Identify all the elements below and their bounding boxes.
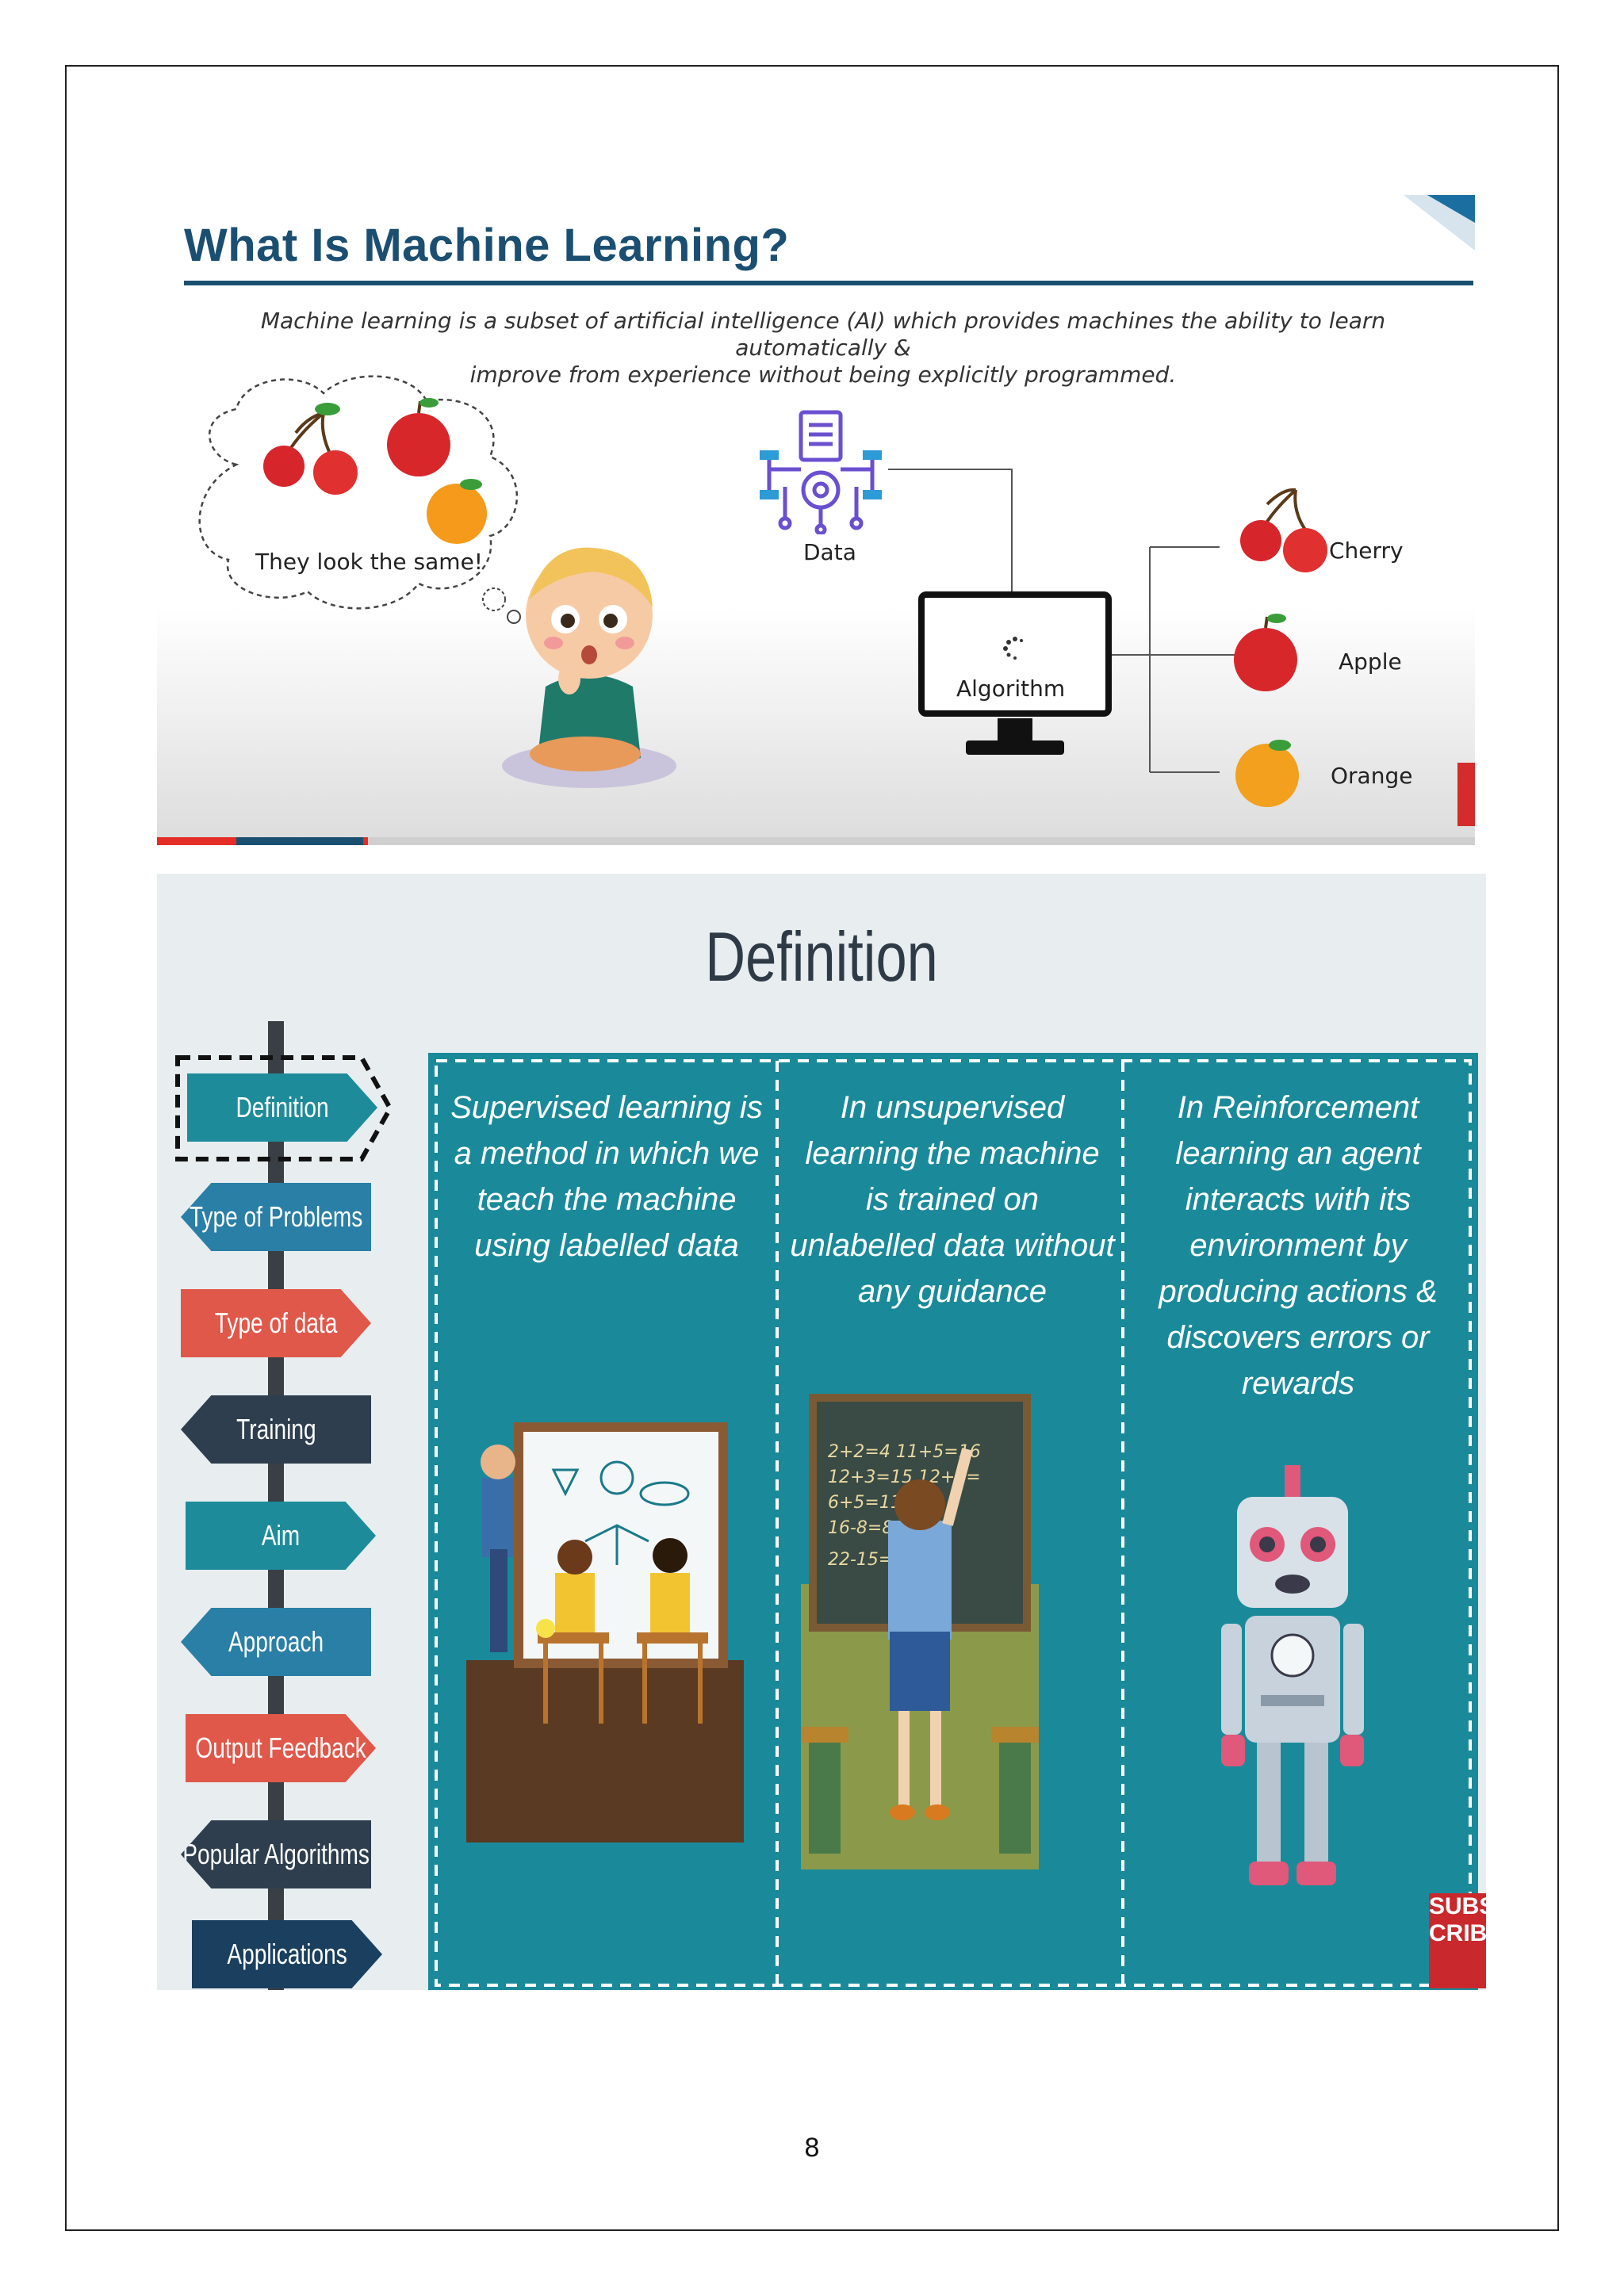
chalk-line: 2+2=4 11+5=16 <box>828 1442 981 1462</box>
sign-label: Output Feedback <box>195 1732 366 1764</box>
slide-title: What Is Machine Learning? <box>184 220 790 271</box>
sign-definition[interactable]: Definition <box>187 1073 377 1142</box>
apple-output-icon <box>1234 614 1297 691</box>
loading-spinner-icon <box>1003 637 1023 660</box>
sign-label: Applications <box>227 1938 347 1970</box>
ml-slide: What Is Machine Learning? Machine learni… <box>157 195 1475 845</box>
monitor-icon <box>918 591 1112 755</box>
sign-label: Definition <box>236 1091 329 1123</box>
sign-approach[interactable]: Approach <box>181 1608 371 1676</box>
active-sign-outline <box>175 1055 393 1161</box>
definition-slide: Definition Definition Type of Problems T… <box>157 874 1486 1990</box>
reinforcement-text: In Reinforcement learning an agent inter… <box>1159 1090 1438 1401</box>
robot-illustration <box>1221 1465 1364 1885</box>
reinforcement-definition: In Reinforcement learning an agent inter… <box>1136 1085 1461 1406</box>
cherry-output-icon <box>1240 488 1327 572</box>
thought-text: They look the same! <box>255 549 484 575</box>
baby-illustration <box>502 547 676 788</box>
orange-output-icon <box>1235 740 1299 807</box>
sign-label: Type of Problems <box>189 1200 363 1233</box>
flow-connectors <box>888 469 1327 807</box>
supervised-definition: Supervised learning is a method in which… <box>444 1085 769 1269</box>
orange-label: Orange <box>1331 763 1413 789</box>
data-label: Data <box>803 539 856 565</box>
subscribe-badge[interactable]: SUBS CRIBE <box>1429 1893 1486 1988</box>
subtitle-line-2: improve from experience without being ex… <box>469 362 1177 388</box>
sign-applications[interactable]: Applications <box>192 1920 382 1988</box>
page-border <box>65 65 1559 2231</box>
sign-label: Aim <box>261 1519 301 1552</box>
sign-type-of-data[interactable]: Type of data <box>181 1289 371 1357</box>
unsupervised-definition: In unsupervised learning the machine is … <box>790 1085 1115 1314</box>
chalk-line: 6+5=11 <box>828 1493 902 1513</box>
unsupervised-text: In unsupervised learning the machine is … <box>790 1090 1115 1309</box>
data-icon <box>760 410 882 534</box>
cherry-icon <box>263 403 358 495</box>
supervised-text: Supervised learning is a method in which… <box>450 1090 763 1263</box>
sign-training[interactable]: Training <box>181 1395 371 1464</box>
definition-board: Supervised learning is a method in which… <box>428 1053 1478 1990</box>
thought-cloud <box>198 375 521 624</box>
subtitle-line-1: Machine learning is a subset of artifici… <box>260 308 1386 361</box>
sign-popular-algorithms[interactable]: Popular Algorithms <box>181 1820 371 1888</box>
apple-label: Apple <box>1339 649 1402 675</box>
sign-aim[interactable]: Aim <box>186 1502 376 1570</box>
slide-title: Definition <box>705 917 938 996</box>
algorithm-label: Algorithm <box>956 675 1066 702</box>
video-progress-bar[interactable] <box>157 837 1475 845</box>
sign-label: Approach <box>228 1625 324 1658</box>
page-number: 8 <box>804 2133 820 2163</box>
board-dashed-border <box>435 1059 1472 1987</box>
orange-icon <box>427 479 487 544</box>
sign-label: Popular Algorithms <box>182 1838 370 1870</box>
chalk-line: 16-8=8 <box>828 1518 893 1538</box>
sign-type-of-problems[interactable]: Type of Problems <box>181 1183 371 1251</box>
sign-label: Type of data <box>214 1307 338 1339</box>
slide-subtitle: Machine learning is a subset of artifici… <box>189 308 1457 388</box>
progress-segment <box>236 837 363 845</box>
corner-decoration <box>1404 195 1475 251</box>
teacher-classroom-illustration <box>466 1422 744 1843</box>
cherry-label: Cherry <box>1329 538 1404 564</box>
title-underline <box>184 281 1473 285</box>
student-chalkboard-illustration: 2+2=4 11+5=16 12+3=15 12+8= 6+5=11 16-8=… <box>801 1394 1039 1869</box>
sign-label: Training <box>236 1413 316 1445</box>
apple-icon <box>387 398 450 476</box>
channel-badge <box>1457 763 1475 826</box>
sign-output-feedback[interactable]: Output Feedback <box>186 1714 376 1782</box>
